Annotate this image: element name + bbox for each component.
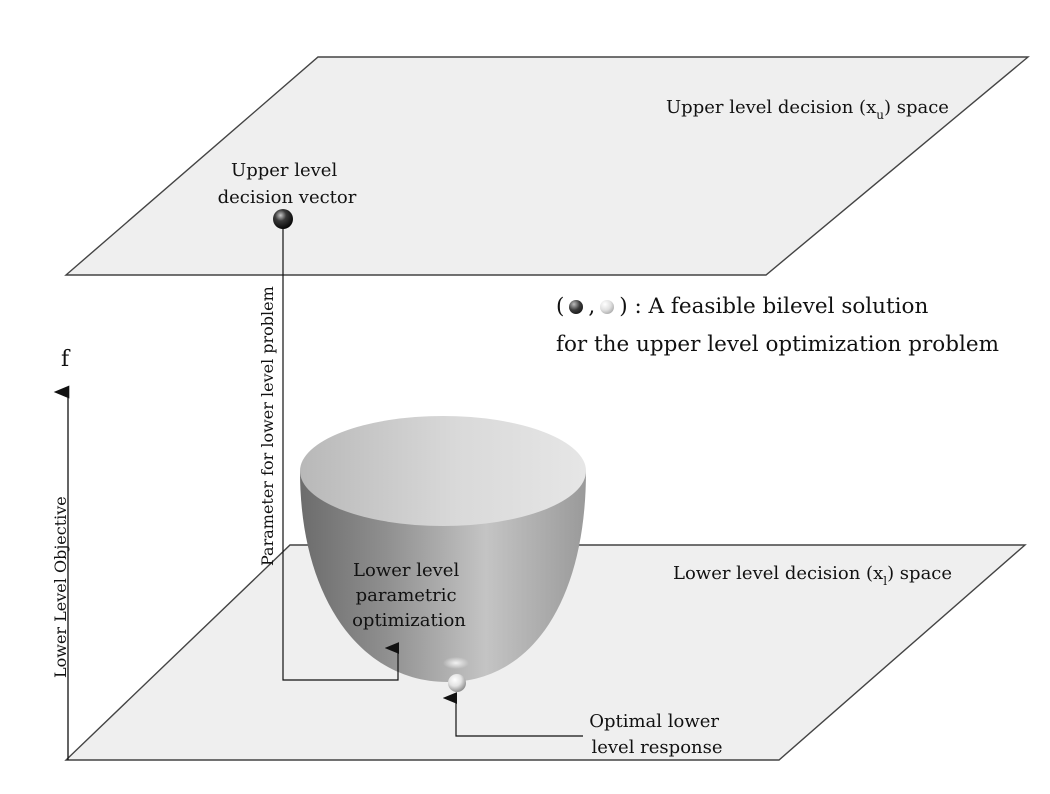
parameter-connector	[282, 224, 400, 681]
lower-level-plane	[64, 544, 1027, 761]
lower-point-label: Optimal lower level response	[589, 711, 725, 758]
bowl-label: Lower level parametric optimization	[352, 560, 466, 631]
upper-point-label: Upper level decision vector	[218, 160, 357, 208]
lower-level-bowl	[300, 416, 586, 682]
upper-plane-label: Upper level decision (xu) space	[666, 97, 949, 122]
legend-line-2: for the upper level optimization problem	[556, 332, 999, 357]
legend-light-ball-icon	[600, 300, 615, 314]
axis-label: Lower Level Objective	[51, 496, 70, 678]
lower-response-ball	[448, 674, 466, 692]
axis-arrow-label: f	[61, 347, 71, 372]
legend-line-1: (, ) : A feasible bilevel solution	[556, 288, 1036, 326]
upper-level-plane	[64, 56, 1030, 276]
legend-open: (	[556, 294, 565, 319]
legend-dark-ball-icon	[569, 300, 584, 314]
response-connector	[442, 692, 583, 737]
legend: (, ) : A feasible bilevel solution for th…	[556, 288, 1036, 364]
upper-decision-ball	[273, 209, 293, 229]
legend-close: ) : A feasible bilevel solution	[619, 294, 929, 319]
legend-comma: ,	[588, 294, 596, 319]
parameter-label: Parameter for lower level problem	[258, 286, 277, 566]
lower-plane-label: Lower level decision (xl) space	[673, 563, 952, 588]
